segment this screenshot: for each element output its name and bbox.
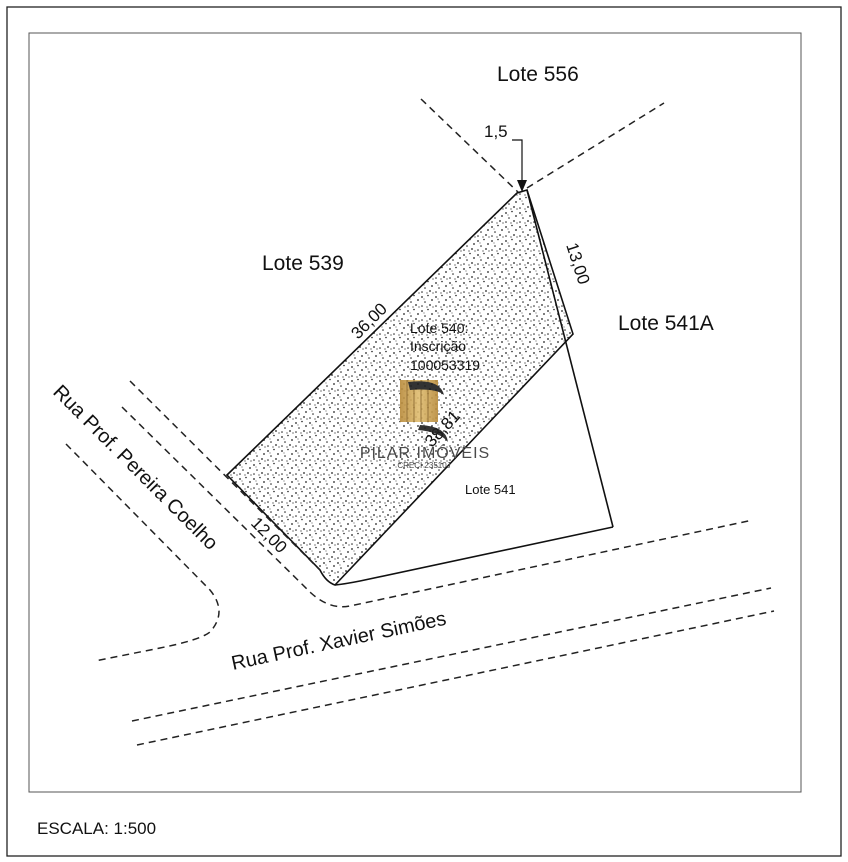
watermark-registration: CRECI 23510J bbox=[397, 461, 450, 470]
lot541-south-line bbox=[334, 526, 614, 586]
lot541-east-line bbox=[526, 189, 614, 528]
street-label-xavier-simoes: Rua Prof. Xavier Simões bbox=[229, 608, 448, 675]
label-lote-541a: Lote 541A bbox=[618, 312, 714, 335]
label-lote-539: Lote 539 bbox=[262, 252, 344, 275]
watermark-logo bbox=[400, 380, 448, 442]
street-diagonal-edge-1 bbox=[129, 380, 321, 571]
street-label-pereira-coelho: Rua Prof. Pereira Coelho bbox=[48, 381, 222, 555]
label-lote-540-number: 100053319 bbox=[410, 357, 480, 373]
scale-label: ESCALA: 1:500 bbox=[37, 819, 156, 838]
label-lote-540-title: Lote 540: bbox=[410, 320, 468, 336]
boundary-dashed-right bbox=[526, 102, 665, 189]
dimension-corner-offset: 1,5 bbox=[484, 122, 508, 141]
street-horizontal-edge-2 bbox=[136, 610, 775, 746]
street-horizontal-edge-1 bbox=[131, 587, 772, 722]
street-diagonal-edge-3 bbox=[65, 443, 220, 662]
corner-offset-leader bbox=[512, 139, 523, 187]
label-lote-556: Lote 556 bbox=[497, 63, 579, 86]
label-lote-541: Lote 541 bbox=[465, 482, 516, 497]
outer-border bbox=[6, 6, 842, 857]
street-diagonal-edge-2 bbox=[121, 406, 754, 608]
watermark-brand: PILAR IMÓVEIS bbox=[360, 443, 490, 462]
label-lote-540-inscricao: Inscrição bbox=[410, 338, 466, 354]
corner-offset-arrowhead bbox=[517, 180, 527, 192]
boundary-dashed-left bbox=[420, 98, 520, 194]
watermark-logo-swoosh bbox=[408, 381, 444, 395]
dimension-northeast-side: 13,00 bbox=[562, 240, 593, 286]
drawing-frame bbox=[28, 32, 802, 793]
